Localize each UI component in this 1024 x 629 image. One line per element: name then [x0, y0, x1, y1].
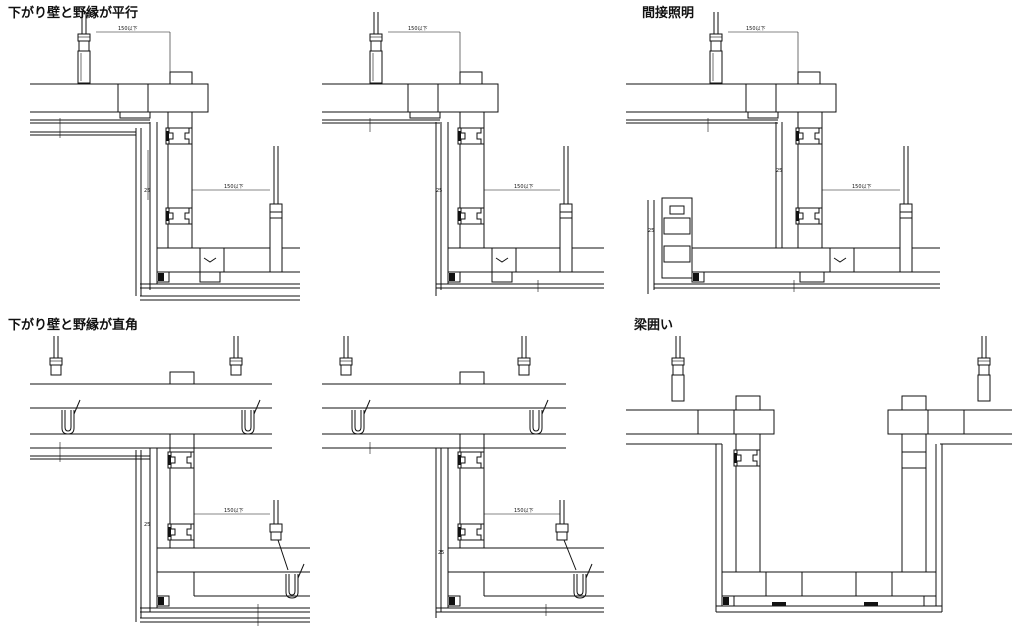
hanger-bolt-2: [369, 11, 383, 84]
dim-150-a1: 150以下: [118, 26, 138, 32]
hanger-bolt-8: [671, 335, 685, 402]
panel-parallel-b: 150以下 150以下 25: [322, 11, 604, 296]
hanger-bolt-7: [517, 335, 531, 376]
dim-25-a: 25: [144, 188, 150, 194]
hanger-bolt-6: [339, 335, 353, 376]
hanger-bolt-9: [977, 335, 991, 402]
title-indirect-lighting: 間接照明: [642, 6, 695, 21]
hanger-bolt-5: [229, 335, 243, 376]
dim-25-b: 25: [436, 188, 442, 194]
dim-150-c1: 150以下: [746, 26, 766, 32]
title-parallel: 下がり壁と野縁が平行: [8, 6, 139, 21]
panel-perpendicular-b: 150以下 25: [322, 335, 604, 618]
panel-indirect-lighting: 150以下 150以下 25 25: [626, 11, 940, 294]
dim-25-e: 25: [438, 550, 444, 556]
dim-150-e: 150以下: [514, 508, 534, 514]
dim-25-c2: 25: [648, 228, 654, 234]
hanger-bolt-1: [77, 11, 91, 84]
dim-150-a2: 150以下: [224, 184, 244, 190]
title-beam-enclosure: 梁囲い: [634, 318, 674, 333]
dim-25-c1: 25: [776, 168, 782, 174]
hanger-bolt-3: [709, 11, 723, 84]
dim-150-d: 150以下: [224, 508, 244, 514]
panel-beam-enclosure: [626, 335, 1012, 613]
hanger-bolt-4: [49, 335, 63, 376]
dim-25-d: 25: [144, 522, 150, 528]
title-perpendicular: 下がり壁と野縁が直角: [8, 318, 139, 333]
dim-150-b1: 150以下: [408, 26, 428, 32]
panel-perpendicular-a: 150以下 25: [30, 335, 310, 626]
panel-parallel-a: 150以下 150以下 25: [30, 11, 300, 301]
dim-150-b2: 150以下: [514, 184, 534, 190]
dim-150-c2: 150以下: [852, 184, 872, 190]
